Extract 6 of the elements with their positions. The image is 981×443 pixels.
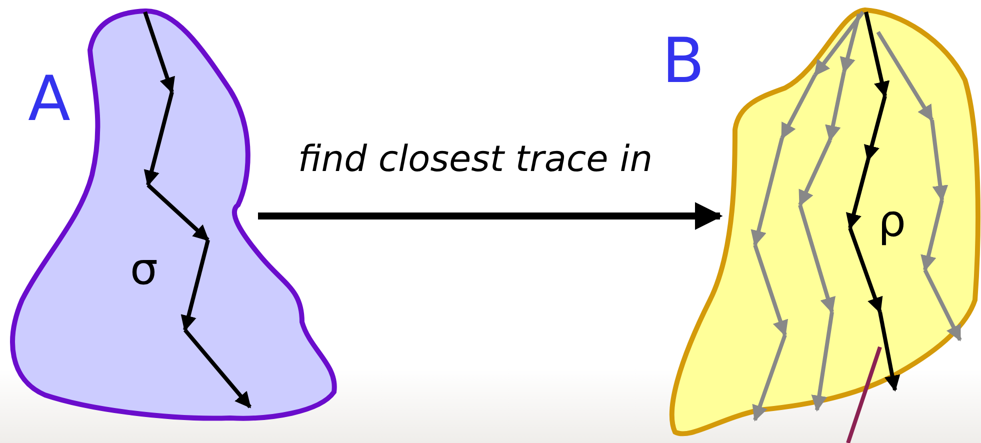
trace-symbol: σ (130, 248, 158, 292)
region-letter: A (28, 68, 70, 130)
trace-symbol: ρ (878, 200, 906, 244)
region-letter: B (662, 30, 705, 92)
arrow (258, 202, 723, 230)
leader-line (846, 346, 882, 443)
